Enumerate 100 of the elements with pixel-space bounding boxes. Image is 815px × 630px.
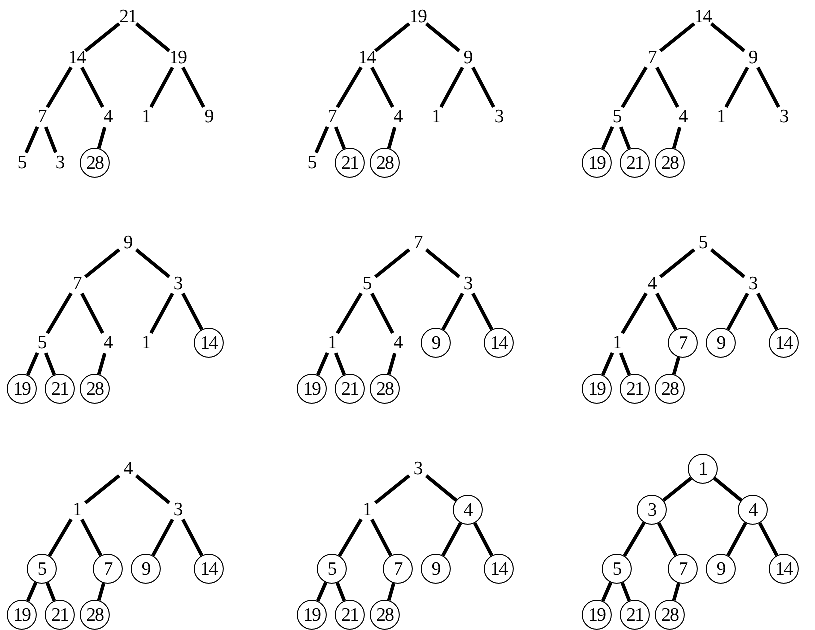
- node-label: 7: [36, 108, 48, 126]
- node-label: 4: [646, 274, 658, 294]
- tree-edge: [80, 518, 103, 557]
- tree-edge: [370, 292, 394, 334]
- tree-edge: [657, 522, 678, 557]
- node-label: 7: [72, 274, 82, 294]
- node-label: 1: [362, 500, 372, 520]
- tree-edge: [374, 22, 411, 52]
- tree-edge: [656, 66, 680, 108]
- tree-edge: [84, 474, 121, 504]
- tree-edge: [656, 292, 678, 331]
- tree-edge: [336, 66, 363, 108]
- node-label: 5: [36, 334, 48, 352]
- node-label: 3: [494, 108, 504, 126]
- tree-edge: [135, 22, 171, 52]
- tree-edge: [659, 22, 696, 52]
- tree-edge: [710, 248, 746, 278]
- tree-edge: [620, 582, 632, 602]
- tree-edge: [621, 66, 648, 108]
- tree-edge: [182, 292, 204, 331]
- node-label: 3: [172, 500, 184, 520]
- tree-edge: [316, 582, 328, 602]
- tree-edge: [672, 127, 682, 150]
- tree-edge: [46, 66, 73, 108]
- tree-edge: [758, 522, 779, 557]
- node-label: 1: [612, 334, 622, 352]
- tree-edge: [619, 352, 632, 376]
- node-label: 9: [122, 234, 134, 252]
- tree-edge: [48, 518, 73, 557]
- tree-edge: [726, 292, 750, 331]
- tree-edge: [623, 522, 646, 557]
- tree-edge: [44, 352, 56, 376]
- tree-edge: [387, 582, 396, 602]
- node-label: 1: [140, 108, 152, 126]
- tree-edge: [387, 353, 397, 376]
- tree-edge: [84, 248, 121, 278]
- tree-edge: [713, 477, 743, 502]
- node-label: 14: [358, 48, 376, 68]
- tree-edge: [336, 292, 363, 334]
- tree-edge: [425, 248, 461, 278]
- tree-edge: [710, 22, 746, 52]
- tree-edge: [84, 22, 121, 52]
- tree-edge: [601, 582, 613, 602]
- node-label: 4: [678, 108, 688, 126]
- tree-edge: [316, 352, 330, 376]
- node-label: 3: [54, 154, 66, 172]
- node-label: 9: [748, 48, 758, 68]
- tree-edge: [46, 582, 56, 602]
- tree-edge: [182, 66, 206, 108]
- tree-edge: [97, 353, 107, 376]
- node-label: 3: [778, 108, 790, 126]
- node-label: 1: [140, 334, 152, 352]
- node-label: 3: [172, 274, 184, 294]
- tree-edge: [659, 248, 696, 278]
- tree-edge: [473, 522, 494, 557]
- node-label: 4: [122, 460, 134, 478]
- node-label: 4: [102, 334, 114, 352]
- node-label: 1: [430, 108, 442, 126]
- node-label: 5: [16, 154, 28, 172]
- node-label: 21: [118, 8, 138, 26]
- tree-edge: [440, 66, 464, 108]
- tree-edge: [150, 66, 174, 108]
- tree-edge: [726, 522, 748, 557]
- tree-edge: [619, 126, 632, 150]
- tree-edge: [374, 474, 411, 504]
- node-label: 3: [748, 274, 758, 294]
- node-label: 9: [462, 48, 474, 68]
- tree-edge: [601, 126, 614, 150]
- tree-edge: [387, 127, 397, 150]
- tree-edge: [621, 292, 648, 334]
- node-label: 5: [698, 234, 708, 252]
- tree-edge: [334, 126, 346, 150]
- node-label: 7: [326, 108, 338, 126]
- tree-edge: [150, 292, 174, 334]
- tree-edge: [152, 518, 174, 557]
- tree-edge: [97, 127, 107, 150]
- tree-edge: [97, 582, 106, 602]
- node-label: 7: [412, 234, 424, 252]
- tree-edge: [336, 582, 346, 602]
- tree-edge: [338, 518, 363, 557]
- tree-edge: [472, 66, 496, 108]
- tree-edge: [135, 248, 171, 278]
- node-label: 3: [462, 274, 474, 294]
- tree-edge: [334, 352, 346, 376]
- node-label: 4: [392, 108, 404, 126]
- node-label: 1: [72, 500, 82, 520]
- tree-edge: [672, 356, 681, 376]
- node-label: 9: [204, 108, 214, 126]
- node-label: 1: [716, 108, 726, 126]
- node-label: 1: [326, 334, 338, 352]
- node-label: 4: [392, 334, 404, 352]
- node-label: 5: [362, 274, 372, 294]
- node-label: 19: [408, 8, 428, 26]
- node-label: 5: [306, 154, 318, 172]
- tree-edge: [370, 518, 393, 557]
- tree-edge: [672, 582, 681, 602]
- tree-edge: [135, 474, 171, 504]
- tree-edge: [182, 518, 204, 557]
- tree-edge: [442, 292, 464, 331]
- tree-edge: [442, 522, 462, 557]
